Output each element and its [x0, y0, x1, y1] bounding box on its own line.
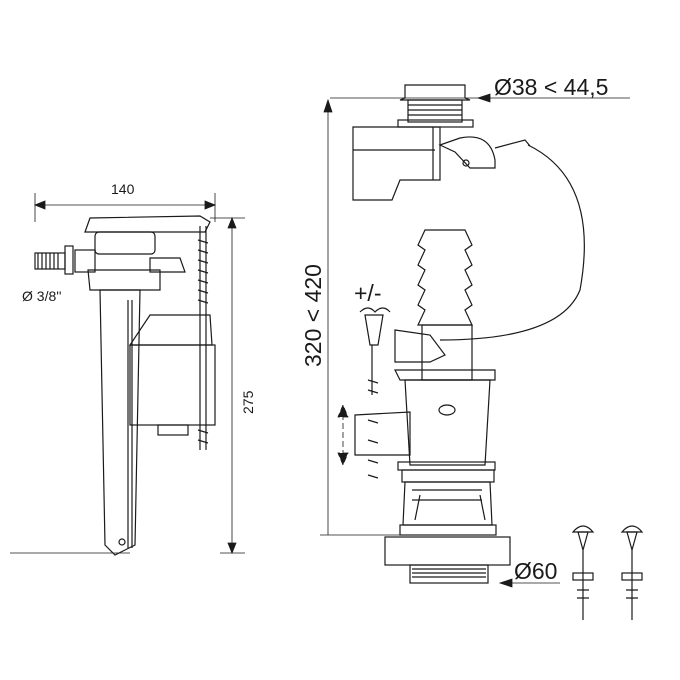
flush-valve-dimensions — [320, 93, 630, 588]
inlet-diameter-label: Ø 3/8'' — [22, 288, 62, 304]
adjust-label: +/- — [354, 280, 382, 306]
button-diameter-label: Ø38 < 44,5 — [494, 74, 609, 100]
fill-valve-width-label: 140 — [111, 181, 135, 197]
fixing-screws — [571, 525, 644, 620]
fill-valve-dimensions — [10, 193, 245, 555]
fill-valve — [34, 215, 216, 556]
fill-valve-height-label: 275 — [240, 390, 256, 414]
outlet-diameter-label: Ø60 — [514, 558, 558, 584]
flush-valve — [352, 84, 585, 584]
height-range-label: 320 < 420 — [300, 264, 326, 367]
